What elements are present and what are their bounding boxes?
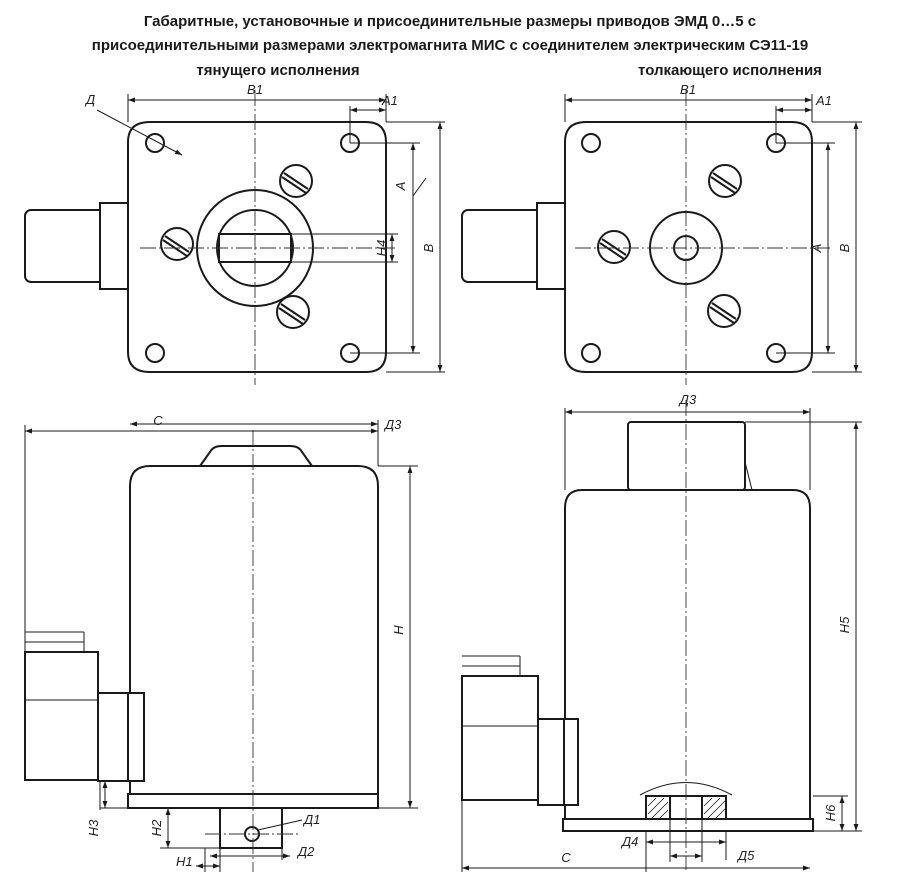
dim-label-h2: Н2 (149, 819, 164, 836)
screw (708, 164, 742, 198)
coil-body (129, 465, 379, 795)
dim-label-a: А (809, 244, 824, 254)
coil-body (564, 489, 811, 820)
dim-label-d3: Д3 (678, 392, 697, 407)
plan-view-pushing: В1 А1 А В (461, 82, 862, 385)
pushing-view-label: толкающего исполнения (638, 62, 822, 79)
title-line-1: Габаритные, установочные и присоединител… (144, 13, 756, 30)
screw (597, 230, 631, 264)
pulling-view-label: тянущего исполнения (196, 62, 359, 79)
connector-flange (563, 718, 579, 806)
connector-nut (537, 718, 567, 806)
dim-label-b: В (837, 243, 852, 252)
dim-label-c: С (153, 413, 163, 428)
screw (276, 295, 310, 329)
side-view-pulling: С Д3 Н Н3 Н2 Н1 Д1 Д2 (24, 413, 418, 872)
dim-label-a: А (393, 182, 408, 192)
title-line-2: присоединительными размерами электромагн… (92, 37, 808, 54)
mount-hole (145, 133, 165, 153)
mount-hole (145, 343, 165, 363)
screw (279, 164, 313, 198)
connector-body (461, 209, 545, 283)
dim-label-a1: А1 (381, 93, 398, 108)
screw (707, 294, 741, 328)
connector-body (24, 209, 108, 283)
section-hatching (647, 797, 726, 820)
flange-body (564, 121, 813, 373)
dim-label-c: С (561, 850, 571, 865)
dim-label-b1: В1 (680, 82, 696, 97)
connector-nut (99, 202, 129, 290)
pusher-cap (627, 421, 746, 491)
dim-label-h: Н (391, 625, 406, 635)
dim-label-d1: Д1 (302, 812, 320, 827)
dim-label-h5: Н5 (837, 616, 852, 633)
top-cap (199, 445, 313, 467)
side-view-pushing: Д3 Н5 Н6 Д4 Д5 С (461, 392, 862, 872)
connector-nut (97, 692, 131, 782)
dim-label-d5: Д5 (736, 848, 755, 863)
leader-d1 (257, 819, 303, 831)
flange-body (127, 121, 387, 373)
mount-hole (581, 343, 601, 363)
dim-label-a1: А1 (815, 93, 832, 108)
plan-view-pulling: В1 А1 Д А В Н4 (24, 82, 445, 385)
leader-d (96, 109, 183, 156)
base-plate (562, 818, 814, 832)
cap-edge (744, 461, 753, 491)
dim-label-h1: Н1 (176, 854, 193, 869)
dim-label-b1: В1 (247, 82, 263, 97)
dim-label-h4: Н4 (374, 240, 389, 257)
dim-label-h6: Н6 (823, 804, 838, 821)
dim-label-b: В (421, 243, 436, 252)
connector-flange (127, 692, 145, 782)
section-break (639, 782, 733, 796)
dim-label-d: Д (84, 92, 95, 107)
connector-body (461, 675, 539, 801)
dim-label-d4: Д4 (620, 834, 638, 849)
connector-body (24, 651, 99, 781)
dim-label-d2: Д2 (296, 844, 315, 859)
dim-label-h3: Н3 (86, 819, 101, 836)
connector-nut (536, 202, 566, 290)
dim-label-d3: Д3 (383, 417, 402, 432)
mount-hole (581, 133, 601, 153)
